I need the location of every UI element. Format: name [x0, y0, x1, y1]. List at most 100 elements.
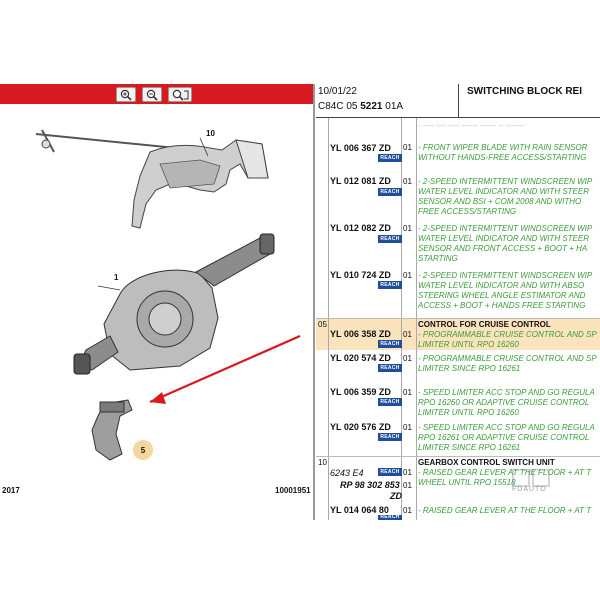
description-line: - 2-SPEED INTERMITTENT WINDSCREEN WIP: [418, 177, 593, 186]
description-line: - 2-SPEED INTERMITTENT WINDSCREEN WIP: [418, 271, 593, 280]
description-line: - PROGRAMMABLE CRUISE CONTROL AND SP: [418, 330, 597, 339]
zoom-fit-icon: [172, 89, 189, 101]
section-title: CONTROL FOR CRUISE CONTROL: [418, 320, 551, 329]
col-line-1: [328, 118, 329, 520]
panel-divider[interactable]: [313, 84, 315, 520]
description-line: RPO 16261 OR ADAPTIVE CRUISE CONTROL: [418, 433, 590, 442]
reach-badge: REACH: [378, 188, 402, 196]
description-line: LIMITER SINCE RPO 16261: [418, 364, 521, 373]
quantity: 01: [403, 224, 412, 233]
description-line: RPO 16260 OR ADAPTIVE CRUISE CONTROL: [418, 398, 590, 407]
quantity: 01: [403, 481, 412, 490]
part-number: YL 010 724 ZD: [330, 270, 391, 280]
description-line: ACCESS + BOOT + HANDS FREE STARTING: [418, 301, 586, 310]
part-number: YL 006 367 ZD: [330, 143, 391, 153]
zoom-in-icon: [120, 89, 132, 101]
description-line: STARTING: [418, 254, 458, 263]
header-date: 10/01/22: [318, 86, 357, 97]
section-number: 10: [318, 458, 327, 467]
watermark-logo: [512, 469, 550, 487]
callout-1[interactable]: 1: [114, 273, 119, 282]
part-number: YL 020 574 ZD: [330, 353, 391, 363]
reach-badge: REACH: [378, 340, 402, 348]
callout-5[interactable]: 5: [133, 440, 153, 460]
quantity: 01: [403, 143, 412, 152]
zoom-out-icon: [146, 89, 158, 101]
part-10-clockspring-bracket: [35, 129, 269, 229]
part-number: YL 012 081 ZD: [330, 176, 391, 186]
section-number: 05: [318, 320, 327, 329]
header-separator: [458, 84, 459, 118]
code-prefix: C84C 05: [318, 101, 361, 112]
section-separator-10: [316, 456, 600, 457]
description-line: WATER LEVEL INDICATOR AND WITH STEER: [418, 187, 589, 196]
quantity: 01: [403, 330, 412, 339]
quantity: 01: [403, 506, 412, 515]
watermark-text: FDAUTO: [512, 486, 547, 493]
description-line: - RAISED GEAR LEVER AT THE FLOOR + AT T: [418, 506, 592, 515]
reach-badge: REACH: [378, 281, 402, 289]
reach-badge: REACH: [378, 515, 402, 520]
reach-badge: REACH: [378, 154, 402, 162]
reach-badge: REACH: [378, 433, 402, 441]
quantity: 01: [403, 388, 412, 397]
col-line-2: [401, 118, 402, 520]
diagram-ref: 10001951: [275, 486, 311, 495]
description-line: FREE ACCESS/STARTING: [418, 207, 517, 216]
reach-badge: REACH: [378, 468, 402, 476]
description-line: - PROGRAMMABLE CRUISE CONTROL AND SP: [418, 354, 597, 363]
arrow-head: [150, 392, 166, 404]
code-bold: 5221: [360, 101, 383, 112]
description-line: WATER LEVEL INDICATOR AND WITH ABSO: [418, 281, 585, 290]
description-line: WATER LEVEL INDICATOR AND WITH STEER: [418, 234, 589, 243]
part-number: YL 006 359 ZD: [330, 387, 391, 397]
description-line: - 2-SPEED INTERMITTENT WINDSCREEN WIP: [418, 224, 593, 233]
reach-badge: REACH: [378, 398, 402, 406]
selected-row-highlight: [316, 318, 600, 350]
description-line: - SPEED LIMITER ACC STOP AND GO REGULA: [418, 388, 595, 397]
section-title: GEARBOX CONTROL SWITCH UNIT: [418, 458, 555, 467]
section-separator-05: [316, 318, 600, 319]
part-number: 6243 E4: [330, 468, 364, 478]
quantity: 01: [403, 177, 412, 186]
part-number: YL 014 064 80: [330, 505, 389, 515]
col-line-3: [416, 118, 417, 520]
cut-off-line: - ---- ---- ---- ------ ------ -- ------…: [418, 121, 525, 130]
reach-badge: REACH: [378, 364, 402, 372]
description-line: STEERING WHEEL ANGLE ESTIMATOR AND: [418, 291, 586, 300]
callout-10[interactable]: 10: [206, 129, 215, 138]
reach-badge: REACH: [378, 235, 402, 243]
quantity: 01: [403, 468, 412, 477]
part-1-switch-block: [73, 233, 275, 375]
zoom-in-button[interactable]: [116, 87, 136, 102]
quantity: 01: [403, 423, 412, 432]
zoom-out-button[interactable]: [142, 87, 162, 102]
callout-5-label: 5: [140, 445, 146, 455]
description-line: SENSOR AND BSI + COM 2008 AND WITHO: [418, 197, 582, 206]
quantity: 01: [403, 354, 412, 363]
diagram-date: 2017: [2, 486, 20, 495]
part-number: RP 98 302 853: [340, 480, 400, 490]
part-number: YL 020 576 ZD: [330, 422, 391, 432]
part-5-cruise-control-switch: [91, 399, 133, 461]
part-number-suffix: ZD: [390, 491, 402, 501]
code-suffix: 01A: [382, 101, 404, 112]
description-line: LIMITER SINCE RPO 16261: [418, 443, 521, 452]
description-line: SENSOR AND FRONT ACCESS + BOOT + HA: [418, 244, 588, 253]
description-line: - SPEED LIMITER ACC STOP AND GO REGULA: [418, 423, 595, 432]
part-number: YL 006 358 ZD: [330, 329, 391, 339]
description-line: - RAISED GEAR LEVER AT THE FLOOR + AT T: [418, 468, 592, 477]
description-line: WHEEL UNTIL RPO 15518: [418, 478, 516, 487]
part-number: YL 012 082 ZD: [330, 223, 391, 233]
description-line: WITHOUT HANDS-FREE ACCESS/STARTING: [418, 153, 587, 162]
header-code: C84C 05 5221 01A: [318, 101, 403, 112]
parts-diagram: [35, 129, 301, 461]
description-line: LIMITER UNTIL RPO 16260: [418, 340, 519, 349]
description-line: - FRONT WIPER BLADE WITH RAIN SENSOR: [418, 143, 588, 152]
description-line: LIMITER UNTIL RPO 16260: [418, 408, 519, 417]
zoom-fit-button[interactable]: [168, 87, 192, 102]
quantity: 01: [403, 271, 412, 280]
page-title: SWITCHING BLOCK REI: [467, 86, 582, 97]
pointer-arrow: [149, 334, 301, 404]
